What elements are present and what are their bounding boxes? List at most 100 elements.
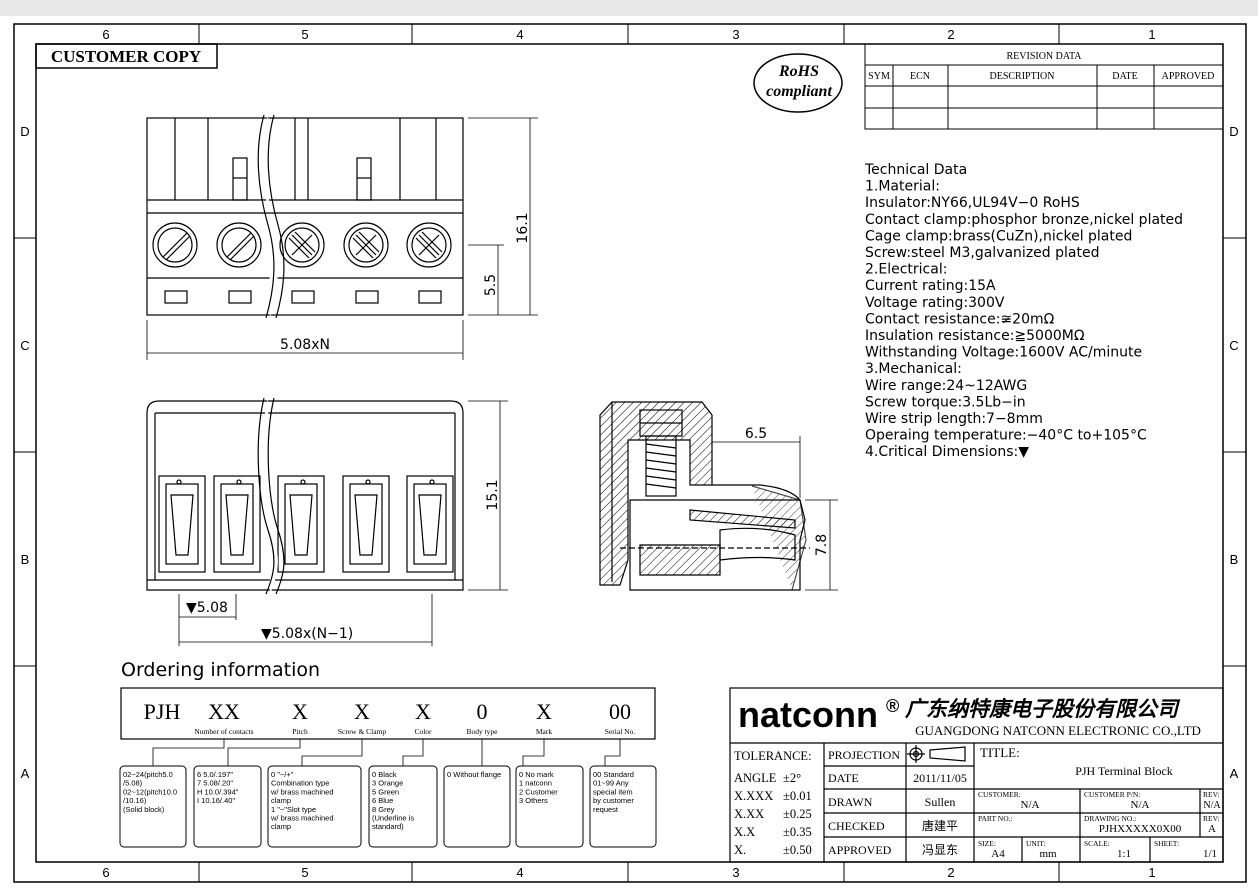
ordering-option-line: /10.16) xyxy=(123,796,147,805)
screw-head xyxy=(406,222,452,268)
order-caption: Serial No. xyxy=(605,727,636,736)
registered-mark: ® xyxy=(886,696,899,716)
row-label: B xyxy=(1230,552,1239,567)
order-code: X xyxy=(354,699,370,724)
ordering-option-line: 0 "−/+" xyxy=(271,770,294,779)
unit-value: mm xyxy=(1039,848,1057,860)
wire-entry xyxy=(213,475,261,573)
title-label: TITLE: xyxy=(980,745,1020,760)
revision-header: DESCRIPTION xyxy=(989,71,1054,82)
sheet-label: SHEET: xyxy=(1154,839,1179,848)
ordering-option-line: 1 natconn xyxy=(519,779,552,788)
company-name-en: GUANGDONG NATCONN ELECTRONIC CO.,LTD xyxy=(915,723,1201,738)
ordering-option-line: 0 No mark xyxy=(519,770,554,779)
grid-labels: 6 5 4 3 2 1 6 5 4 3 2 1 D C B A D C B A xyxy=(20,27,1238,880)
company-name-cn: 广东纳特康电子股份有限公司 xyxy=(905,697,1181,721)
order-caption: Screw & Clamp xyxy=(338,727,387,736)
customer-pn-value: N/A xyxy=(1131,799,1150,811)
ordering-option-line: standard) xyxy=(372,822,404,831)
technical-data-line: Technical Data xyxy=(864,162,967,178)
unit-label: UNIT: xyxy=(1026,839,1046,848)
ordering-option-line: 02~12(pitch10.0 xyxy=(123,787,177,796)
customer-value: N/A xyxy=(1021,799,1040,811)
screw-head xyxy=(343,222,389,268)
technical-data-line: 3.Mechanical: xyxy=(865,361,962,377)
col-label: 2 xyxy=(947,865,954,880)
technical-data-line: 2.Electrical: xyxy=(865,262,947,278)
order-code: X xyxy=(536,699,552,724)
technical-data-line: Insulation resistance:≧5000MΩ xyxy=(865,328,1085,344)
ordering-option-line: 6 Blue xyxy=(372,796,393,805)
tol-val: ±2° xyxy=(783,771,801,785)
technical-data-line: 4.Critical Dimensions:▼ xyxy=(865,444,1029,460)
ordering-option-text: 02~24(pitch5.0/5.08)02~12(pitch10.0/10.1… xyxy=(123,770,634,831)
wire-entry xyxy=(342,475,390,573)
ordering-option-line: 00 Standard xyxy=(593,770,634,779)
row-label: A xyxy=(1230,766,1239,781)
scale-label: SCALE: xyxy=(1084,839,1110,848)
tolerance-label: TOLERANCE: xyxy=(734,749,812,763)
row-label: D xyxy=(20,124,29,139)
ordering-leaders xyxy=(152,739,621,766)
ordering-option-boxes xyxy=(119,765,657,848)
ordering-option-line: w/ brass machined xyxy=(270,787,334,796)
technical-data-line: Screw torque:3.5Lb−in xyxy=(865,394,1026,410)
rev-top-value: N/A xyxy=(1203,800,1221,811)
order-code: PJH xyxy=(144,699,181,724)
customer-label: CUSTOMER: xyxy=(978,790,1021,799)
ordering-option-line: Combination type xyxy=(271,779,329,788)
dim-6-5: 6.5 xyxy=(745,426,767,442)
ordering-option-line: 02~24(pitch5.0 xyxy=(123,770,173,779)
ordering-option-line: 6 5.0/.197" xyxy=(197,770,233,779)
ordering-option-line: request xyxy=(593,805,619,814)
ordering-option-line: 01~99 Any xyxy=(593,779,629,788)
technical-data-line: Screw:steel M3,galvanized plated xyxy=(865,245,1099,261)
ordering-codes: PJH XX X X X 0 X 00 xyxy=(144,699,631,724)
dim-5-08: ▼5.08 xyxy=(186,600,228,616)
front-view-dimensions xyxy=(178,400,508,646)
revision-table xyxy=(864,43,1224,130)
technical-data-line: Contact clamp:phosphor bronze,nickel pla… xyxy=(865,212,1183,228)
ordering-option-line: 5 Green xyxy=(372,787,399,796)
dim-15-1: 15.1 xyxy=(485,479,501,510)
tol-key: ANGLE xyxy=(734,771,777,785)
ordering-option-line: H 10.0/.394" xyxy=(197,787,239,796)
date-value: 2011/11/05 xyxy=(913,771,967,785)
col-label: 4 xyxy=(516,27,523,42)
screw-head xyxy=(216,222,262,268)
rohs-stamp: RoHS compliant xyxy=(753,53,843,113)
wire-entry xyxy=(158,475,206,573)
rev-label: REV: xyxy=(1203,814,1220,823)
technical-data-line: Withstanding Voltage:1600V AC/minute xyxy=(865,345,1142,361)
side-view-dimensions xyxy=(712,436,838,591)
scale-value: 1:1 xyxy=(1117,848,1131,860)
part-no-label: PART NO.: xyxy=(978,814,1013,823)
drawn-value: Sullen xyxy=(925,795,956,809)
sheet-value: 1/1 xyxy=(1203,848,1217,860)
top-band xyxy=(0,0,1258,16)
ordering-option-line: 2 Customer xyxy=(519,787,558,796)
order-caption: Number of contacts xyxy=(194,727,253,736)
revision-header: ECN xyxy=(910,71,930,82)
ordering-code-box xyxy=(120,687,656,740)
wire-entry xyxy=(277,475,325,573)
revision-title: REVISION DATA xyxy=(1006,51,1082,62)
col-label: 3 xyxy=(732,27,739,42)
title-block xyxy=(729,687,1224,863)
technical-data-line: 1.Material: xyxy=(865,179,940,195)
col-label: 2 xyxy=(947,27,954,42)
ordering-option-line: 7 5.08/.20" xyxy=(197,779,233,788)
dim-5-5: 5.5 xyxy=(483,274,499,296)
order-code: 0 xyxy=(477,699,488,724)
ordering-title: Ordering information xyxy=(121,659,320,681)
order-code: 00 xyxy=(609,699,631,724)
row-label: C xyxy=(20,338,29,353)
ordering-option-line: (Solid block) xyxy=(123,805,165,814)
tol-key: X.X xyxy=(734,825,755,839)
ordering-option-line: /5.08) xyxy=(123,779,143,788)
screw-head xyxy=(152,222,198,268)
ordering-option-line: 3 Orange xyxy=(372,779,403,788)
wire-entry xyxy=(406,475,454,573)
approved-label: APPROVED xyxy=(828,843,892,857)
